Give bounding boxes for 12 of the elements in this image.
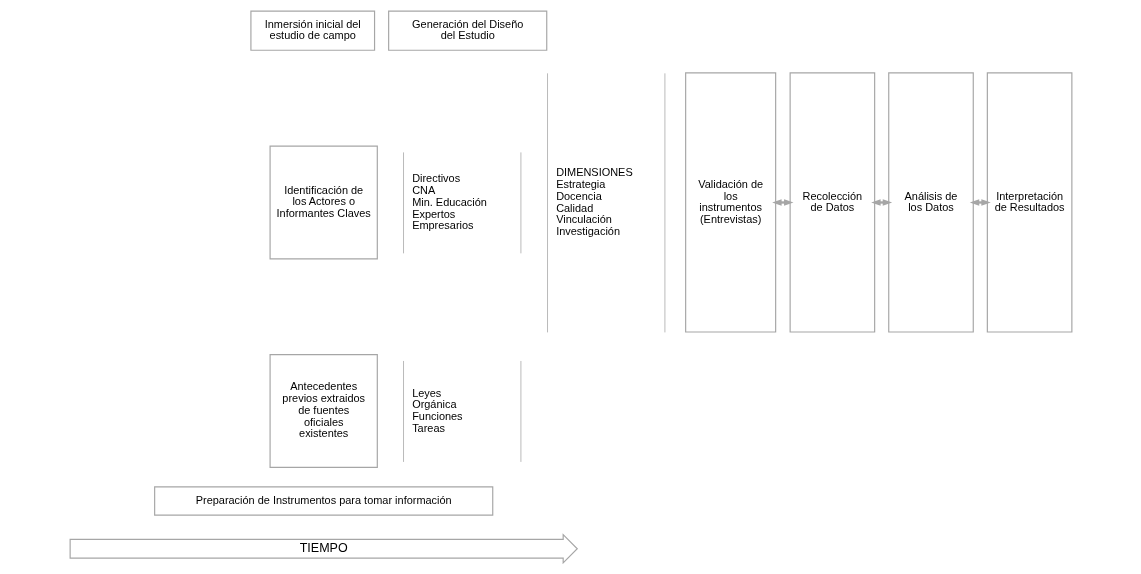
node-box: Análisis de los Datos [887,72,974,333]
node-box: Identificación de los Actores o Informantes Claves [269,145,378,260]
node-box: Preparación de Instrumentos para tomar información [153,486,493,516]
node-box: Recolección de Datos [789,72,875,333]
node-box: Validación de los instrumentos (Entrevistas) [684,72,776,333]
node-box: Generación del Diseño del Estudio [387,10,547,51]
node-box: Antecedentes previos extraidos de fuentes oficiales existentes [269,354,378,468]
node-text: Leyes Orgánica Funciones Tareas [411,386,463,434]
node-text: DIMENSIONES Estrategia Docencia Calidad Vinculación Investigación [555,166,633,238]
node-box: Interpretación de Resultados [986,72,1072,333]
node-box: Inmersión inicial del estudio de campo [249,10,375,51]
node-text: Directivos CNA Min. Educación Expertos Empresarios [411,172,487,232]
